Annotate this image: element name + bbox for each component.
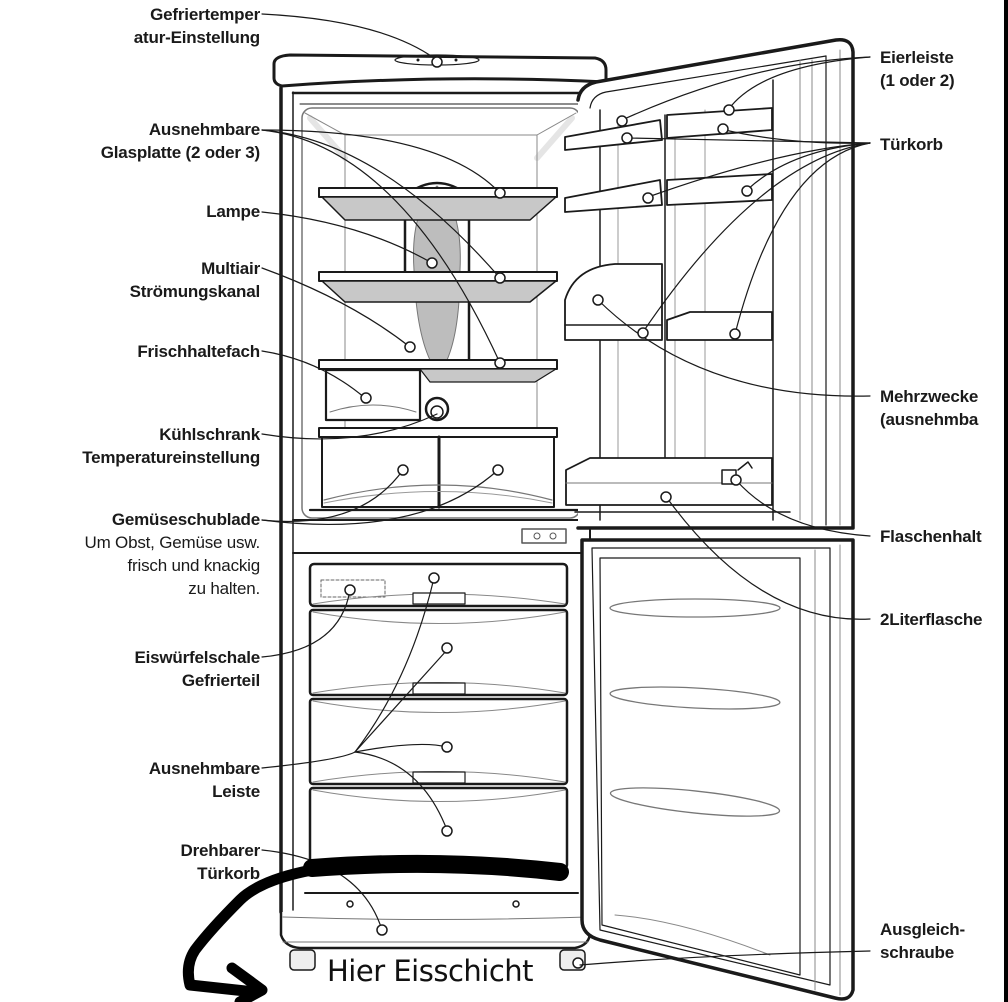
leader-lines [261,13,871,966]
label-tuerkorb: Türkorb [880,135,943,154]
callout-markers [344,104,753,936]
label-lampe: Lampe [206,202,260,221]
label-2literflasche: 2Literflasche [880,610,983,629]
label-gefriertemperatur-einstellung: Gefriertemper atur-Einstellung [133,5,260,47]
label-kuehlschrank-temperatureinstellung: Kühlschrank Temperatureinstellung [82,425,260,467]
label-ausnehmbare-leiste: Ausnehmbare Leiste [148,759,260,801]
gemueseschublade-description-1: Um Obst, Gemüse usw. [84,533,261,552]
label-drehbarer-tuerkorb: Drehbarer Türkorb [180,841,261,883]
label-flaschenhalter: Flaschenhalt [880,527,982,546]
label-frischhaltefach: Frischhaltefach [137,342,260,361]
gemueseschublade-description-2: frisch und knackig [127,556,261,575]
freezer-door [580,538,855,1001]
label-ausnehmbare-glasplatte: Ausnehmbare Glasplatte (2 oder 3) [100,120,260,162]
label-multiair-stroemungskanal: Multiair Strömungskanal [129,259,261,301]
fridge-door [564,38,855,530]
label-ausgleichschraube: Ausgleich- schraube [880,920,965,962]
label-eierleiste: Eierleiste (1 oder 2) [880,48,955,90]
hand-drawn-arrow [182,854,569,1002]
gemueseschublade-description-3: zu halten. [188,579,260,598]
image-right-border [1004,0,1008,1002]
label-mehrzweckecke: Mehrzwecke (ausnehmba [880,387,979,429]
cabinet-body [272,53,608,971]
label-eiswuerfelschale-gefrierteil: Eiswürfelschale Gefrierteil [134,648,260,690]
annotation-hier-eisschicht: Hier Eisschicht [327,954,534,988]
label-gemueseschublade: Gemüseschublade Um Obst, Gemüse usw. fri… [84,510,261,598]
